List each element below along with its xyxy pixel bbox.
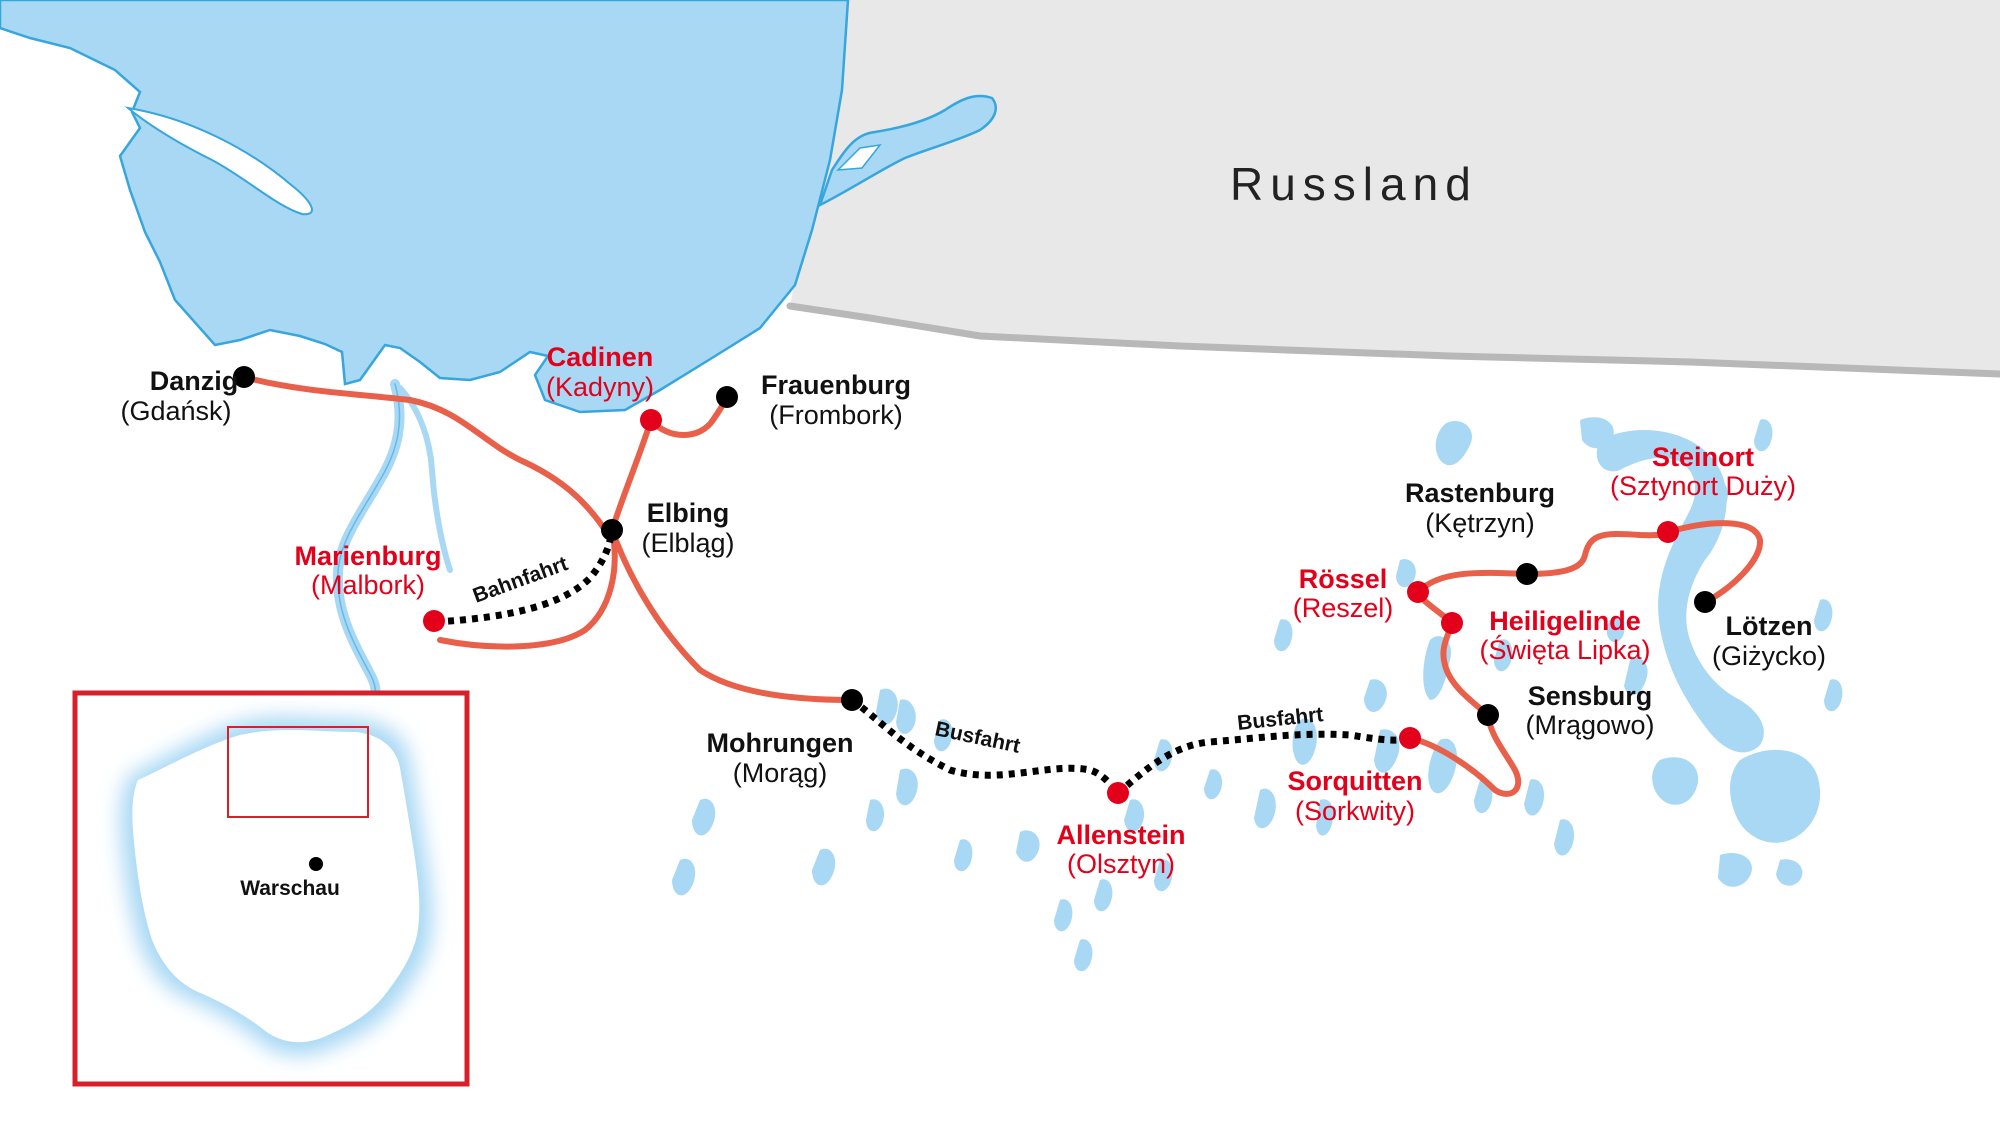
label-marienburg: Marienburg <box>294 541 441 571</box>
label-frauenburg-local: (Frombork) <box>769 400 903 430</box>
label-loetzen: Lötzen <box>1726 611 1813 641</box>
dot-allenstein[interactable] <box>1107 782 1129 804</box>
label-roessel: Rössel <box>1299 564 1388 594</box>
route-elbing-cadinen <box>609 417 654 533</box>
transfers <box>435 529 1412 796</box>
route-elbing-mohrungen <box>609 527 855 703</box>
poland-shape <box>132 730 420 1043</box>
nogat-river <box>397 385 453 573</box>
town-dots <box>233 366 1716 804</box>
label-sorquitten: Sorquitten <box>1288 766 1423 796</box>
label-cadinen-local: (Kadyny) <box>546 372 654 402</box>
dot-loetzen[interactable] <box>1694 591 1716 613</box>
russia-border <box>786 302 2000 378</box>
label-steinort: Steinort <box>1652 442 1754 472</box>
russia-region <box>790 0 2000 374</box>
label-sensburg-local: (Mrągowo) <box>1525 710 1654 740</box>
route-sensburg-heiligelinde <box>1440 620 1491 718</box>
label-rastenburg: Rastenburg <box>1405 478 1555 508</box>
label-allenstein-local: (Olsztyn) <box>1067 849 1175 879</box>
lagoon-strip <box>836 143 882 171</box>
vistula-river-edge <box>337 383 401 701</box>
dot-sorquitten[interactable] <box>1399 727 1421 749</box>
inset-map: Warschau <box>72 690 470 1087</box>
dot-frauenburg[interactable] <box>716 386 738 408</box>
label-warschau: Warschau <box>240 877 340 900</box>
label-steinort-local: (Sztynort Duży) <box>1610 471 1796 501</box>
dot-roessel[interactable] <box>1407 581 1429 603</box>
route-roessel-rastenburg <box>1415 569 1530 595</box>
label-elbing: Elbing <box>647 498 730 528</box>
label-rastenburg-local: (Kętrzyn) <box>1425 508 1535 538</box>
dot-cadinen[interactable] <box>640 409 662 431</box>
label-heiligelinde: Heiligelinde <box>1489 606 1641 636</box>
route-danzig-elbing <box>241 374 608 533</box>
dot-mohrungen[interactable] <box>841 689 863 711</box>
label-elbing-local: (Elbląg) <box>641 528 734 558</box>
label-allenstein: Allenstein <box>1056 820 1185 850</box>
dot-heiligelinde[interactable] <box>1441 612 1463 634</box>
lagoon-east <box>817 94 997 208</box>
dot-marienburg[interactable] <box>423 610 445 632</box>
label-busfahrt-1: Busfahrt <box>933 717 1022 757</box>
masurian-lakes <box>672 417 1843 972</box>
bus-allenstein-sorquitten <box>1115 730 1412 796</box>
country-label-russia: Russland <box>1230 158 1478 210</box>
label-roessel-local: (Reszel) <box>1293 593 1394 623</box>
route-cadinen-frauenburg <box>648 394 730 438</box>
train-marienburg-elbing <box>435 529 616 626</box>
route-rastenburg-steinort <box>1524 529 1671 577</box>
label-mohrungen-local: (Morąg) <box>733 758 828 788</box>
route-elbing-marienburg <box>437 527 618 650</box>
label-danzig: Danzig <box>150 366 239 396</box>
label-sorquitten-local: (Sorkwity) <box>1295 796 1415 826</box>
town-labels: Danzig (Gdańsk) Cadinen (Kadyny) Frauenb… <box>120 342 1826 879</box>
route-steinort-loetzen <box>1665 520 1764 605</box>
label-heiligelinde-local: (Święta Lipka) <box>1479 633 1650 665</box>
label-loetzen-local: (Giżycko) <box>1712 641 1826 671</box>
label-frauenburg: Frauenburg <box>761 370 911 400</box>
label-cadinen: Cadinen <box>547 342 654 372</box>
dot-elbing[interactable] <box>601 519 623 541</box>
dot-sensburg[interactable] <box>1477 704 1499 726</box>
bus-mohrungen-allenstein <box>849 697 1121 796</box>
label-danzig-local: (Gdańsk) <box>120 396 231 426</box>
dot-steinort[interactable] <box>1657 521 1679 543</box>
label-mohrungen: Mohrungen <box>707 728 854 758</box>
inset-focus-box <box>227 726 369 818</box>
label-sensburg: Sensburg <box>1528 681 1653 711</box>
dot-danzig[interactable] <box>233 366 255 388</box>
label-marienburg-local: (Malbork) <box>311 570 425 600</box>
dot-rastenburg[interactable] <box>1516 563 1538 585</box>
spit-island <box>124 106 313 216</box>
bay-water <box>0 0 850 414</box>
route-sorquitten-sensburg <box>1407 712 1522 797</box>
warschau-dot <box>309 857 323 871</box>
